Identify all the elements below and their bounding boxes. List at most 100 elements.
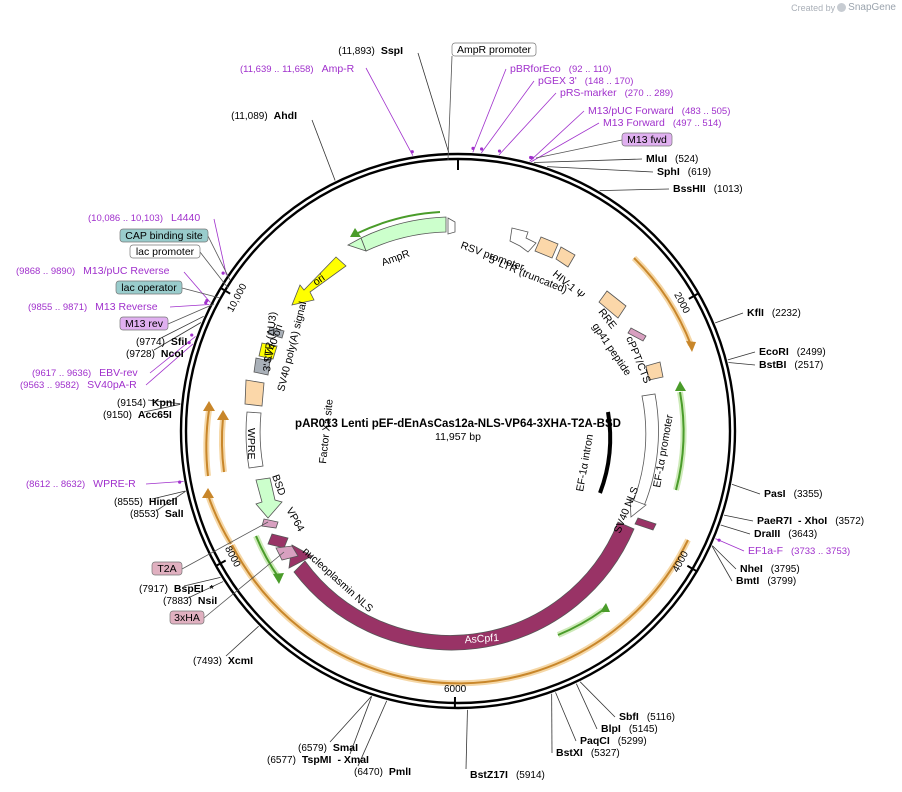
ltr3-box (244, 379, 265, 407)
enzyme-mlui: MluI(524) (646, 153, 698, 165)
label-box-text: T2A (157, 563, 176, 575)
primer-label: EF1a-F(3733 .. 3753) (748, 545, 850, 557)
enzyme-label: (6579)SmaI (298, 742, 358, 754)
enzyme-label: (6577)TspMI- XmaI (267, 754, 369, 766)
primer-4: M13/pUC Forward(483 .. 505) (588, 105, 730, 117)
primer-name: EBV-rev (99, 367, 138, 379)
enzyme-blpi: BlpI(5145) (601, 723, 658, 735)
enzyme-position: (3795) (771, 564, 800, 575)
snapgene-logo-icon (837, 3, 847, 12)
primer-marker (530, 156, 534, 160)
leader-line (720, 524, 751, 535)
orf-arcs (202, 211, 696, 687)
enzyme-label: (9150)Acc65I (103, 409, 172, 421)
enzyme-name: SbfI (619, 711, 639, 723)
bsd-arrow (255, 477, 283, 519)
leader-line (207, 235, 231, 281)
leader-line (349, 696, 373, 755)
primer-name: EF1a-F (748, 545, 783, 557)
primer-name: M13 Reverse (95, 301, 158, 313)
sv40-nls-box (634, 517, 657, 531)
tick-mark (688, 292, 699, 300)
primer-name: L4440 (171, 212, 200, 224)
enzyme-label: BstXI(5327) (556, 747, 620, 759)
green-arc-ampr (357, 211, 441, 234)
leader-line (535, 139, 623, 159)
leader-line (529, 110, 585, 162)
enzyme-sfii: (9774)SfiI (136, 336, 187, 348)
enzyme-name: TspMI (302, 754, 332, 766)
enzyme-label: NheI(3795) (740, 563, 800, 575)
enzyme-label: (11,893)SspI (338, 45, 403, 57)
primer-position: (9855 .. 9871) (28, 302, 87, 313)
enzyme-ecori: EcoRI(2499) (759, 346, 826, 358)
enzyme-name: PaqCI (580, 735, 610, 747)
leader-line (727, 351, 756, 361)
label-box (169, 610, 205, 625)
enzyme-name: NsiI (198, 595, 217, 607)
enzyme-position: (2232) (772, 308, 801, 319)
enzyme-label: (7493)XcmI (193, 655, 253, 667)
primer-8: (9855 .. 9871) M13 Reverse (28, 301, 158, 313)
orf-arc-4-head (203, 401, 215, 411)
leader-line (167, 303, 215, 325)
leader-line (533, 158, 643, 163)
primer-marker (178, 480, 182, 484)
hiv-psi-box (534, 236, 559, 259)
enzyme-position: (11,089) (231, 111, 268, 122)
enzyme-pasi: PasI(3355) (764, 488, 823, 500)
sv40-polya-box (253, 357, 271, 376)
boxed-label-0: AmpR promoter (451, 42, 537, 57)
enzyme-label: PasI(3355) (764, 488, 823, 500)
tick-mark (215, 559, 227, 567)
plasmid-size: 11,957 bp (435, 431, 481, 443)
enzyme-name: PmlI (389, 766, 411, 778)
primer-name: M13/pUC Reverse (83, 265, 170, 277)
tick-label: 8000 (222, 544, 242, 569)
rsv-promoter-arrow (509, 227, 537, 253)
primer-label: (9855 .. 9871) M13 Reverse (28, 301, 158, 313)
green-arc-2-head (675, 381, 686, 391)
ori-arrow (291, 256, 347, 306)
leader-line (158, 315, 204, 340)
feature-arcs (244, 216, 664, 651)
tick-label: 10,000 (225, 282, 249, 315)
enzyme-name: BlpI (601, 723, 621, 735)
primer-label: (8612 .. 8632)WPRE-R (26, 478, 136, 490)
leader-line (329, 695, 372, 743)
leader-line (187, 581, 224, 599)
primer-name: M13 Forward (603, 117, 665, 129)
enzyme-label: BstBI(2517) (759, 359, 823, 371)
enzyme-position: (1013) (714, 184, 743, 195)
ampr-arrow (360, 216, 447, 252)
primer-label: (9563 .. 9582)SV40pA-R (20, 379, 137, 391)
label-box-text: CAP binding site (125, 230, 203, 242)
label-wpre: WPRE (245, 428, 257, 460)
wpre-box (245, 411, 264, 469)
enzyme-position: (524) (675, 154, 698, 165)
credit-brand: SnapGene (848, 2, 896, 13)
enzyme-name: KflI (747, 307, 764, 319)
leader-line (447, 55, 453, 161)
enzyme-position: (2517) (794, 360, 823, 371)
enzyme-position: (5327) (591, 748, 620, 759)
boxed-label-6: T2A (151, 561, 183, 576)
leader-line (480, 80, 535, 154)
label-box (151, 561, 183, 576)
primer-position: (11,639 .. 11,658) (240, 64, 314, 75)
sv40-ori-box (258, 342, 278, 360)
enzyme-name: KpnI (152, 397, 175, 409)
ef1a-promoter-head (629, 498, 647, 518)
enzyme-label: BssHII(1013) (673, 183, 743, 195)
leader-line (183, 271, 211, 303)
leader-line (145, 343, 194, 386)
enzyme-position: (9728) (126, 349, 155, 360)
primer-5: M13 Forward(497 .. 514) (603, 117, 721, 129)
enzyme-position: (8553) (130, 509, 159, 520)
leader-line (498, 92, 557, 156)
leader-line (711, 545, 733, 582)
enzyme-label: (8553)SalI (130, 508, 184, 520)
enzyme-name: EcoRI (759, 346, 789, 358)
enzyme-kpni: (9154)KpnI (117, 397, 175, 409)
